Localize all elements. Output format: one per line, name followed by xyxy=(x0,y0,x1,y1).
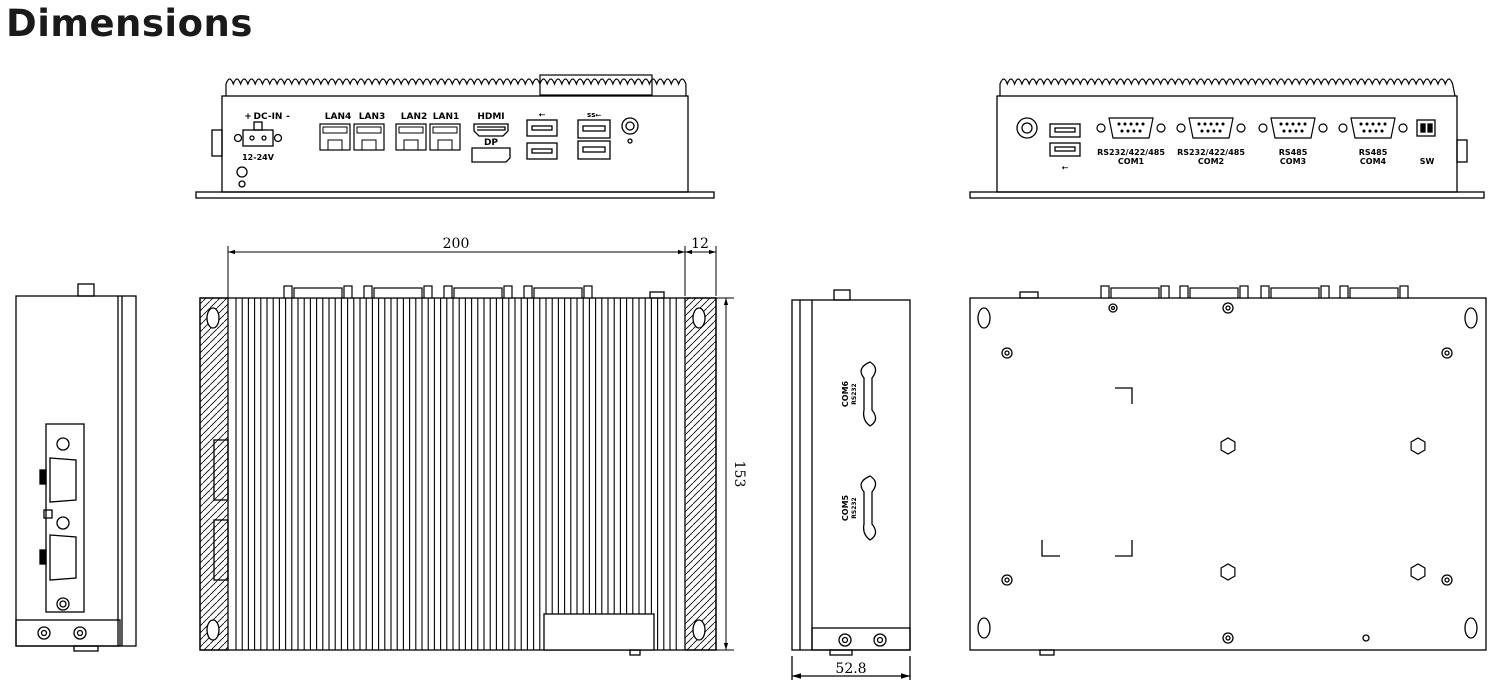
sw-label: SW xyxy=(1420,157,1435,166)
lan-ports-group xyxy=(319,123,461,151)
com6-type-label: RS232 xyxy=(851,383,858,404)
offset-dimension-label: 12 xyxy=(691,236,709,252)
com4-type-label: RS485 xyxy=(1359,148,1388,157)
com1-type-label: RS232/422/485 xyxy=(1097,148,1165,157)
com5-type-label: RS232 xyxy=(851,497,858,518)
depth-dimension-label: 153 xyxy=(731,461,747,488)
front-panel-view xyxy=(195,74,715,199)
com6-label: COM6 xyxy=(841,380,850,407)
usb3-icon: ss⭠ xyxy=(587,111,601,119)
width-dimension-label: 200 xyxy=(443,236,470,252)
com5-label: COM5 xyxy=(841,494,850,521)
rear-usb-icon: ⭠ xyxy=(1062,163,1069,172)
hdmi-label: HDMI xyxy=(477,112,504,122)
com2-label: COM2 xyxy=(1198,157,1224,166)
lan1-label: LAN1 xyxy=(433,112,460,122)
com4-label: COM4 xyxy=(1360,157,1387,166)
bottom-view xyxy=(969,285,1487,656)
dc-in-minus: - xyxy=(286,112,290,122)
rear-panel-view xyxy=(969,78,1485,199)
left-side-view xyxy=(15,283,137,652)
com3-type-label: RS485 xyxy=(1279,148,1308,157)
page-title: Dimensions xyxy=(6,2,253,45)
lan3-label: LAN3 xyxy=(359,112,386,122)
lan2-label: LAN2 xyxy=(401,112,428,122)
right-side-view xyxy=(791,289,911,680)
right-side-labels: COM6 RS232 COM5 RS232 xyxy=(841,380,858,521)
voltage-label: 12-24V xyxy=(242,153,275,162)
front-panel-labels: + DC-IN - 12-24V LAN4 LAN3 LAN2 LAN1 HDM… xyxy=(242,110,601,162)
dimension-width xyxy=(227,246,734,651)
com2-type-label: RS232/422/485 xyxy=(1177,148,1245,157)
top-view xyxy=(199,285,717,656)
usb-icon: ⭠ xyxy=(539,110,546,119)
com3-label: COM3 xyxy=(1280,157,1306,166)
height-dimension-label: 52.8 xyxy=(835,661,866,677)
dc-in-label: DC-IN xyxy=(254,112,283,122)
rear-panel-labels: RS232/422/485 COM1 RS232/422/485 COM2 RS… xyxy=(1062,148,1435,172)
dp-label: DP xyxy=(484,138,498,148)
dc-in-plus: + xyxy=(244,112,252,122)
com1-label: COM1 xyxy=(1118,157,1145,166)
lan4-label: LAN4 xyxy=(325,112,352,122)
